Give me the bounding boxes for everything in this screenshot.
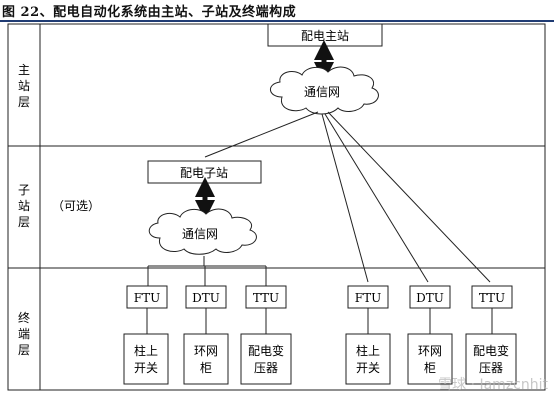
device-label-ring-main-1-line2: 柜: [200, 361, 212, 375]
layer-terminal-char-3: 层: [18, 343, 30, 357]
device-box-pole-switch-1: [123, 333, 169, 385]
main-network-cloud: [270, 66, 379, 115]
terminal-label-ttu-1: TTU: [253, 291, 279, 305]
main-station-label: 配电主站: [301, 29, 349, 43]
sub-network-cloud: [148, 208, 257, 255]
terminal-label-ttu-2: TTU: [479, 291, 505, 305]
device-label-transformer-2-line2: 压器: [479, 361, 503, 375]
device-box-pole-switch-2: [345, 333, 391, 385]
layer-sub-char-1: 子: [18, 183, 30, 197]
link-main-to-ttu-2: [327, 111, 491, 283]
device-label-transformer-1-line2: 压器: [254, 361, 278, 375]
layer-terminal-char-2: 端: [18, 327, 30, 341]
sub-station-label: 配电子站: [180, 166, 228, 180]
device-label-pole-switch-2-line2: 开关: [356, 361, 380, 375]
sub-network-label: 通信网: [182, 227, 218, 241]
device-box-transformer-2: [465, 333, 517, 385]
device-label-ring-main-1-line1: 环网: [194, 344, 218, 358]
device-box-transformer-1: [240, 333, 292, 385]
device-box-ring-main-1: [183, 333, 229, 385]
device-label-ring-main-2-line2: 柜: [424, 361, 436, 375]
layer-terminal-char-1: 终: [18, 310, 30, 325]
terminal-label-ftu-2: FTU: [355, 291, 381, 305]
layer-main-char-1: 主: [18, 63, 30, 77]
device-label-ring-main-2-line1: 环网: [418, 344, 442, 358]
figure-title: 图 22、配电自动化系统由主站、子站及终端构成: [2, 5, 297, 20]
device-label-pole-switch-1-line1: 柱上: [134, 343, 158, 358]
link-main-to-ftu-2: [321, 113, 369, 283]
main-network-label: 通信网: [304, 85, 340, 99]
layer-sub-char-2: 站: [18, 199, 30, 213]
layer-main-char-2: 站: [18, 79, 30, 93]
link-main-to-substation: [204, 111, 319, 158]
terminal-label-dtu-1: DTU: [192, 291, 220, 305]
device-label-pole-switch-2-line1: 柱上: [356, 343, 380, 358]
device-label-transformer-1-line1: 配电变: [248, 343, 284, 358]
device-label-transformer-2-line1: 配电变: [473, 343, 509, 358]
watermark: 雪球 · Iamzcnhit: [438, 377, 548, 393]
optional-note: （可选）: [52, 199, 100, 213]
layer-sub-char-3: 层: [18, 215, 30, 229]
device-box-ring-main-2: [407, 333, 453, 385]
terminal-label-dtu-2: DTU: [416, 291, 444, 305]
device-label-pole-switch-1-line2: 开关: [134, 361, 158, 375]
link-main-to-dtu-2: [324, 113, 429, 283]
layer-main-char-3: 层: [18, 95, 30, 109]
title-rule: [0, 20, 554, 22]
terminal-label-ftu-1: FTU: [134, 291, 160, 305]
